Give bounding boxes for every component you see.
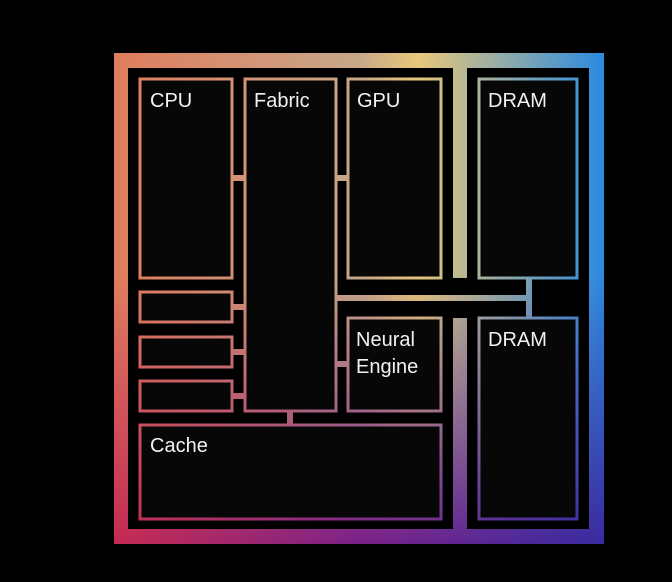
fabric-label: Fabric (254, 90, 310, 112)
neural-engine-block: Neural Engine (356, 329, 418, 378)
cache-block: Cache (150, 435, 208, 457)
dram-top-label: DRAM (488, 90, 547, 112)
gpu-label: GPU (357, 90, 400, 112)
cpu-label: CPU (150, 90, 192, 112)
fabric-block: Fabric (254, 90, 310, 112)
dram-bottom-block: DRAM (488, 329, 547, 351)
neural-engine-label-line1: Neural (356, 329, 415, 351)
chip-outline (100, 40, 620, 560)
dram-top-block: DRAM (488, 90, 547, 112)
dram-bottom-label: DRAM (488, 329, 547, 351)
cache-label: Cache (150, 435, 208, 457)
gpu-block: GPU (357, 90, 400, 112)
neural-engine-label-line2: Engine (356, 356, 418, 378)
cpu-block: CPU (150, 90, 192, 112)
